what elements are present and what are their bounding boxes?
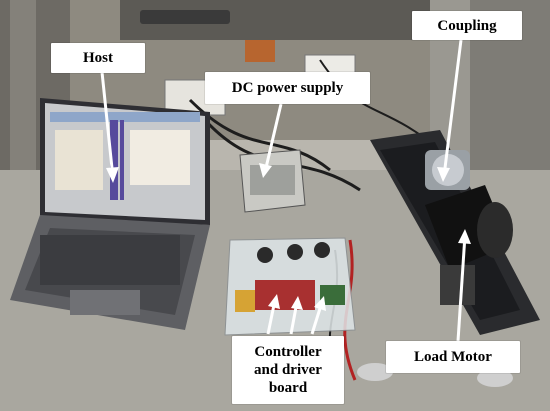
dc-power-supply-label-text: DC power supply — [231, 80, 344, 96]
controller-label-line2: and driver — [254, 362, 322, 378]
controller-arrowhead-mid — [291, 296, 303, 310]
host-label: Host — [51, 43, 145, 73]
controller-board-label: Controller and driver board — [232, 336, 344, 404]
load-motor-arrow — [456, 234, 467, 342]
controller-label-line1: Controller — [254, 344, 322, 360]
load-motor-arrowhead — [458, 229, 471, 244]
annotation-arrows — [100, 39, 471, 342]
load-motor-label: Load Motor — [386, 341, 520, 373]
coupling-label: Coupling — [412, 11, 522, 40]
coupling-label-text: Coupling — [437, 17, 497, 34]
dc-supply-arrow — [263, 103, 283, 173]
coupling-arrowhead — [437, 167, 450, 182]
host-label-text: Host — [83, 50, 113, 66]
host-arrowhead — [106, 167, 119, 183]
controller-arrowhead-left — [268, 294, 280, 309]
controller-arrowhead-right — [314, 296, 326, 311]
coupling-arrow — [442, 39, 463, 177]
controller-label-line3: board — [268, 380, 308, 396]
host-arrow — [100, 71, 115, 179]
dc-supply-arrowhead — [259, 163, 272, 178]
load-motor-label-text: Load Motor — [414, 349, 492, 365]
dc-power-supply-label: DC power supply — [205, 72, 370, 104]
